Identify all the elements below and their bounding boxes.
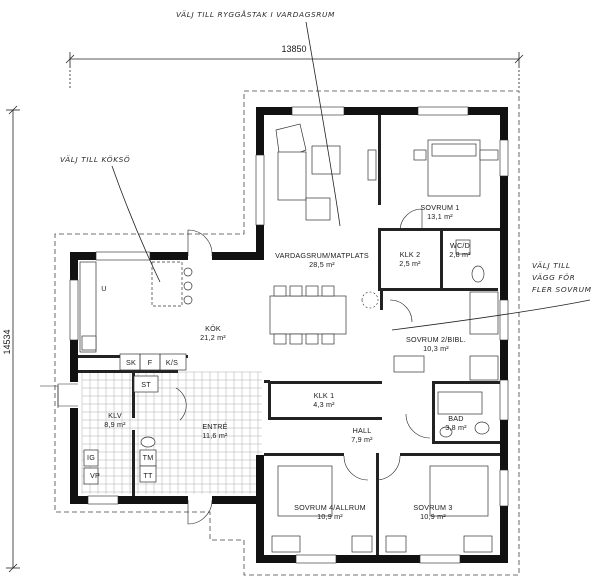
- note-roof: VÄLJ TILL RYGGÅSTAK I VARDAGSRUM: [176, 10, 335, 19]
- room-area-bad: 3,8 m²: [445, 423, 467, 432]
- annotation-roof: VÄLJ TILL RYGGÅSTAK I VARDAGSRUM: [176, 10, 341, 227]
- room-name-sovrum2: SOVRUM 2/BIBL.: [406, 335, 466, 344]
- annotation-wall: VÄLJ TILL VÄGG FÖR FLER SOVRUM: [391, 261, 592, 331]
- room-name-vardagsrum: VARDAGSRUM/MATPLATS: [275, 251, 369, 260]
- room-area-wcd: 2,8 m²: [449, 250, 471, 259]
- room-area-hall: 7,9 m²: [351, 435, 373, 444]
- tile-grid: [81, 371, 262, 494]
- room-area-sovrum1: 13,1 m²: [427, 212, 453, 221]
- fixture-vp: VP: [90, 471, 100, 480]
- fixture-labels: U SK F K/S ST IG VP TM TT: [87, 284, 178, 480]
- room-name-sovrum4: SOVRUM 4/ALLRUM: [294, 503, 366, 512]
- room-name-klv: KLV: [108, 411, 122, 420]
- fixture-tt: TT: [143, 471, 153, 480]
- room-area-kok: 21,2 m²: [200, 333, 226, 342]
- room-name-hall: HALL: [353, 426, 372, 435]
- room-area-sovrum2: 10,3 m²: [423, 344, 449, 353]
- dimension-left: 14534: [2, 105, 20, 573]
- room-area-entre: 11,6 m²: [202, 431, 228, 440]
- room-name-entre: ENTRÉ: [202, 422, 227, 431]
- height-dimension: 14534: [2, 329, 12, 354]
- room-area-klv: 8,9 m²: [104, 420, 126, 429]
- width-dimension: 13850: [281, 44, 306, 54]
- room-area-sovrum3: 10,9 m²: [420, 512, 446, 521]
- roof-outline: [54, 90, 520, 576]
- annotation-kitchen: VÄLJ TILL KÖKSÖ: [60, 155, 161, 283]
- bath-furniture: [83, 239, 490, 485]
- fixture-st: ST: [141, 380, 151, 389]
- room-labels: VARDAGSRUM/MATPLATS 28,5 m² SOVRUM 1 13,…: [104, 203, 471, 521]
- room-name-klk1: KLK 1: [314, 391, 335, 400]
- interior-walls: [78, 115, 500, 555]
- room-name-kok: KÖK: [205, 324, 221, 333]
- room-name-sovrum1: SOVRUM 1: [420, 203, 459, 212]
- bedroom-furniture: [271, 139, 499, 553]
- room-area-vardagsrum: 28,5 m²: [309, 260, 335, 269]
- doors: [40, 208, 431, 525]
- room-area-sovrum4: 10,9 m²: [317, 512, 343, 521]
- dimension-top: 13850: [65, 44, 524, 90]
- room-area-klk2: 2,5 m²: [399, 259, 421, 268]
- fixture-f: F: [148, 358, 153, 367]
- note-wall-3: FLER SOVRUM: [532, 285, 592, 294]
- living-furniture: [269, 123, 377, 345]
- fixture-u: U: [101, 284, 106, 293]
- fixture-ig: IG: [87, 453, 95, 462]
- room-name-sovrum3: SOVRUM 3: [413, 503, 452, 512]
- windows: [69, 106, 509, 564]
- room-area-klk1: 4,3 m²: [313, 400, 335, 409]
- room-name-bad: BAD: [448, 414, 463, 423]
- fixture-tm: TM: [143, 453, 154, 462]
- note-wall-1: VÄLJ TILL: [532, 261, 571, 270]
- room-name-klk2: KLK 2: [400, 250, 421, 259]
- kitchen-furniture: [79, 261, 193, 393]
- room-name-wcd: WC/D: [450, 241, 470, 250]
- fixture-sk: SK: [126, 358, 136, 367]
- note-kitchen: VÄLJ TILL KÖKSÖ: [60, 155, 130, 164]
- fixture-ks: K/S: [166, 358, 178, 367]
- note-wall-2: VÄGG FÖR: [532, 273, 575, 282]
